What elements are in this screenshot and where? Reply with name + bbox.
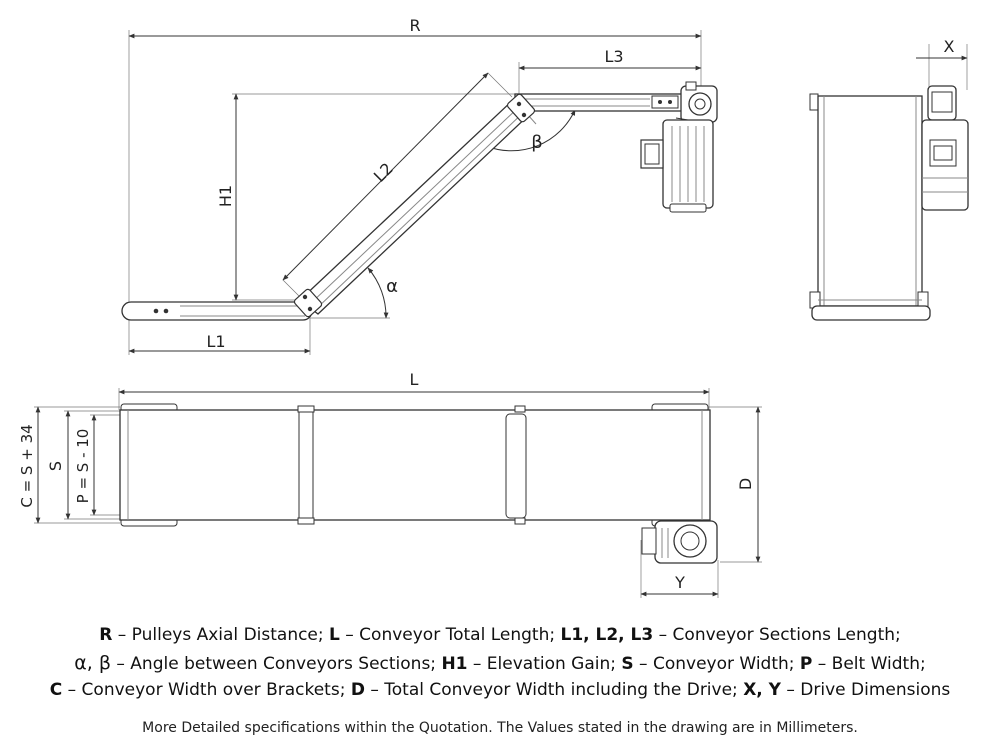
legend-desc: – Conveyor Sections Length; bbox=[653, 625, 901, 645]
dim-label-c: C = S + 34 bbox=[18, 424, 36, 507]
legend-key: L1, L2, L3 bbox=[560, 625, 654, 645]
footnote: More Detailed specifications within the … bbox=[142, 720, 858, 736]
legend-key: H1 bbox=[441, 654, 468, 674]
dim-label-d: D bbox=[736, 478, 755, 490]
legend-desc: – Conveyor Width; bbox=[633, 654, 800, 674]
dim-label-y: Y bbox=[674, 573, 685, 592]
dim-label-beta: β bbox=[531, 132, 543, 153]
dim-label-alpha: α bbox=[386, 276, 398, 297]
legend-desc: – Conveyor Total Length; bbox=[339, 625, 561, 645]
legend-line-2: α, β – Angle between Conveyors Sections;… bbox=[0, 652, 1000, 674]
dim-label-l: L bbox=[410, 370, 419, 389]
side-view bbox=[121, 30, 718, 355]
legend-desc: – Angle between Conveyors Sections; bbox=[111, 654, 442, 674]
legend-key: L bbox=[329, 625, 340, 645]
legend-desc: – Drive Dimensions bbox=[780, 680, 951, 700]
legend-desc: – Pulleys Axial Distance; bbox=[112, 625, 330, 645]
legend-key: D bbox=[350, 680, 365, 700]
legend-line-3: C – Conveyor Width over Brackets; D – To… bbox=[0, 680, 1000, 700]
dim-label-l3: L3 bbox=[604, 47, 623, 66]
dim-label-x: X bbox=[944, 37, 955, 56]
legend-desc: – Total Conveyor Width including the Dri… bbox=[364, 680, 744, 700]
legend-key: α, β bbox=[74, 652, 111, 674]
legend-line-1: R – Pulleys Axial Distance; L – Conveyor… bbox=[0, 625, 1000, 645]
dim-label-p: P = S - 10 bbox=[74, 429, 92, 504]
dim-label-h1: H1 bbox=[216, 185, 235, 207]
dim-label-s: S bbox=[46, 461, 65, 471]
legend-key: P bbox=[799, 654, 813, 674]
dim-label-l1: L1 bbox=[206, 332, 225, 351]
top-view bbox=[34, 388, 762, 598]
legend-key: X, Y bbox=[743, 680, 781, 700]
dim-label-r: R bbox=[409, 16, 420, 35]
legend-desc: – Elevation Gain; bbox=[467, 654, 622, 674]
dim-label-l2: L2 bbox=[370, 159, 397, 186]
legend-key: C bbox=[49, 680, 63, 700]
end-view bbox=[809, 44, 969, 321]
legend-key: R bbox=[99, 625, 113, 645]
legend-key: S bbox=[621, 654, 634, 674]
legend-desc: – Conveyor Width over Brackets; bbox=[62, 680, 351, 700]
legend-desc: – Belt Width; bbox=[812, 654, 926, 674]
